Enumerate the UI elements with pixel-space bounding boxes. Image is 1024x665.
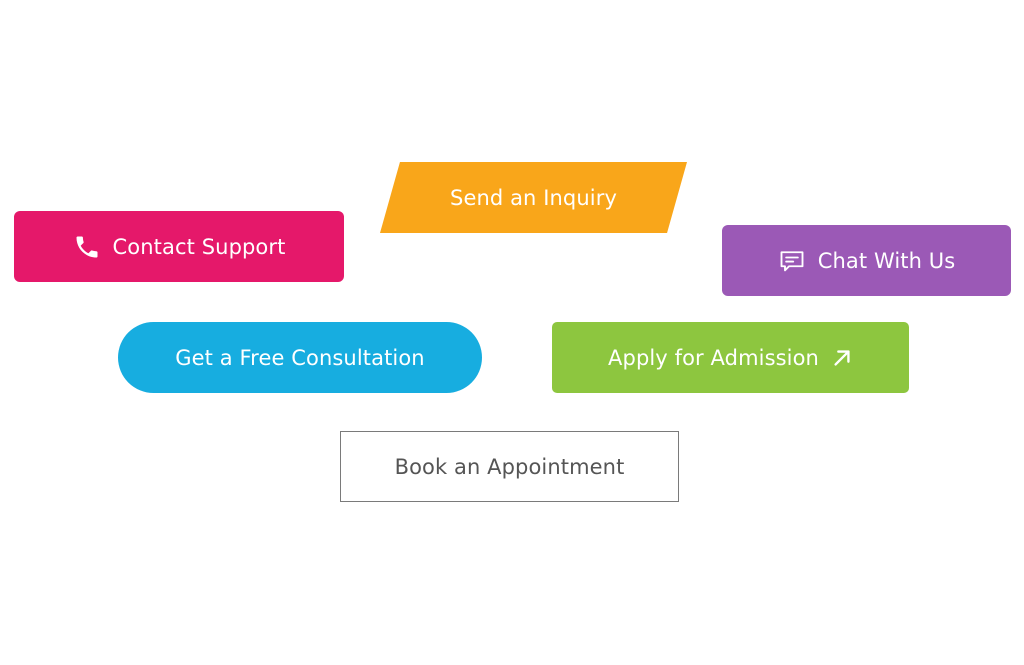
send-inquiry-button[interactable]: Send an Inquiry: [380, 162, 687, 233]
free-consultation-label: Get a Free Consultation: [175, 345, 425, 370]
book-appointment-label: Book an Appointment: [394, 454, 625, 479]
apply-admission-label: Apply for Admission: [608, 345, 819, 370]
arrow-up-right-icon: [831, 347, 853, 369]
contact-support-button[interactable]: Contact Support: [14, 211, 344, 282]
phone-icon: [73, 233, 101, 261]
send-inquiry-label: Send an Inquiry: [450, 185, 617, 210]
chat-with-us-button[interactable]: Chat With Us: [722, 225, 1011, 296]
chat-bubble-icon: [778, 247, 806, 275]
free-consultation-button[interactable]: Get a Free Consultation: [118, 322, 482, 393]
apply-admission-button[interactable]: Apply for Admission: [552, 322, 909, 393]
book-appointment-button[interactable]: Book an Appointment: [340, 431, 679, 502]
chat-with-us-label: Chat With Us: [817, 248, 956, 273]
contact-support-label: Contact Support: [112, 234, 286, 259]
